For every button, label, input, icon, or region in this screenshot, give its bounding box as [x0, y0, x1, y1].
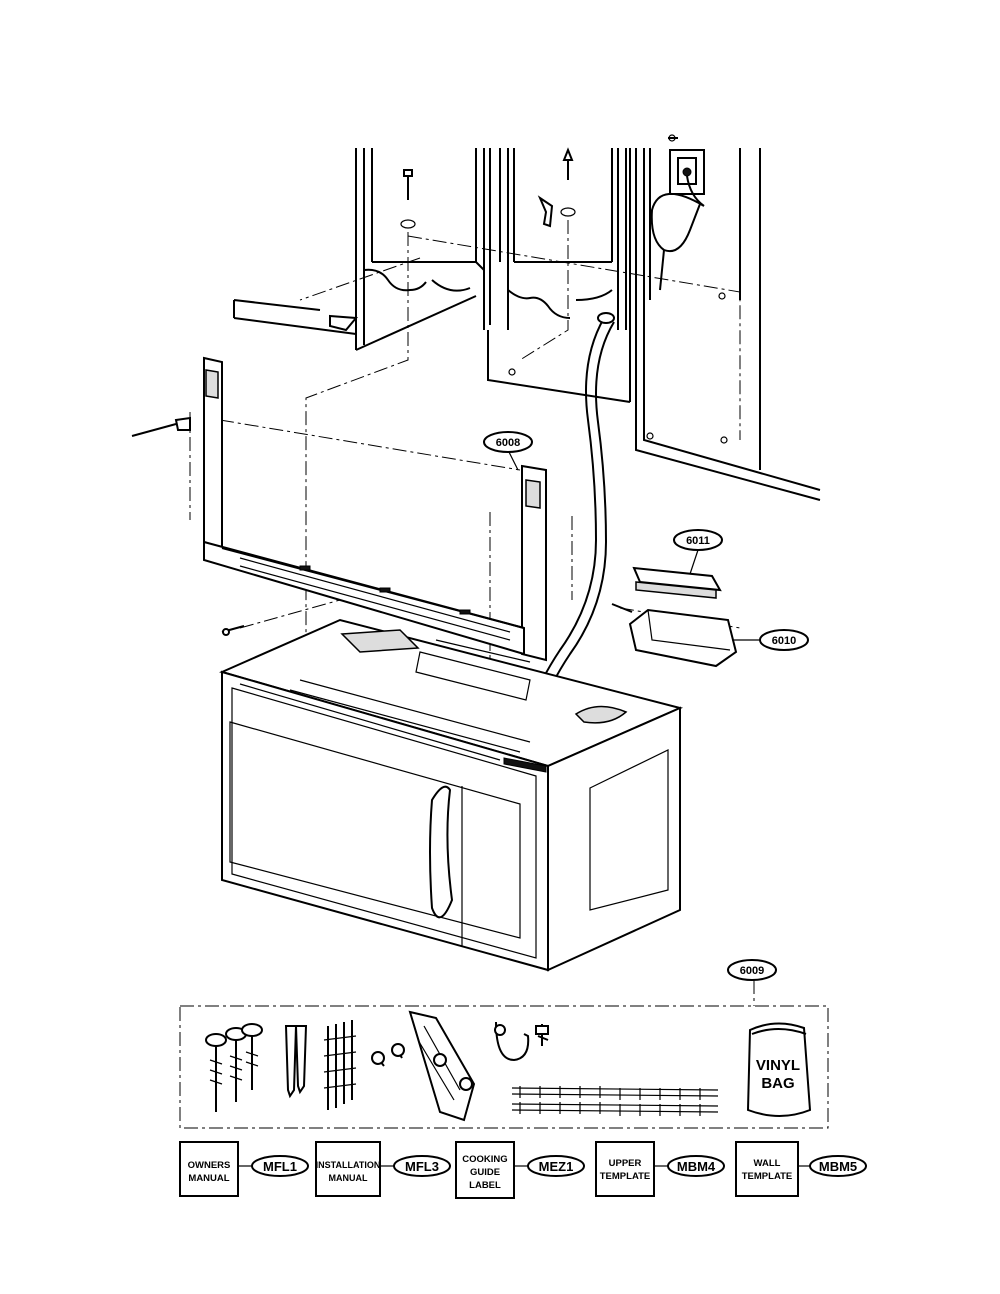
doc-label: TEMPLATE: [742, 1171, 793, 1182]
power-cord: [527, 175, 705, 717]
doc-label: LABEL: [469, 1180, 501, 1191]
wood-screws: [323, 1020, 405, 1110]
callout-6008-label: 6008: [496, 437, 520, 449]
doc-owners-manual: OWNERS MANUAL MFL1: [179, 1141, 309, 1197]
damper-part: [632, 566, 722, 599]
alignment-lines: [189, 220, 741, 680]
callout-6011-label: 6011: [686, 535, 710, 547]
doc-code: MBM5: [819, 1159, 857, 1174]
doc-label: OWNERS: [188, 1160, 231, 1171]
doc-label: INSTALLATION: [316, 1160, 381, 1170]
microwave-oven: [219, 618, 684, 972]
vinyl-bag-label-line2: BAG: [761, 1075, 794, 1092]
callout-6009: 6009: [727, 959, 777, 981]
doc-label: GUIDE: [470, 1167, 500, 1178]
doc-label: MANUAL: [188, 1173, 229, 1184]
doc-code: MFL1: [263, 1159, 297, 1174]
callout-6009-label: 6009: [740, 965, 764, 977]
vinyl-bag: VINYL BAG: [746, 1022, 812, 1117]
doc-cooking-guide-label: COOKING GUIDE LABEL MEZ1: [455, 1141, 585, 1199]
doc-code: MBM4: [677, 1159, 716, 1174]
spring-strips: [511, 1086, 719, 1116]
doc-code: MFL3: [405, 1159, 439, 1174]
doc-label: TEMPLATE: [600, 1171, 651, 1182]
vinyl-bag-label-line1: VINYL: [756, 1057, 800, 1074]
doc-label: COOKING: [462, 1154, 507, 1165]
callout-6010-label: 6010: [772, 635, 796, 647]
callout-6011: 6011: [673, 529, 723, 575]
doc-wall-template: WALL TEMPLATE MBM5: [735, 1141, 867, 1197]
power-outlet: [668, 134, 705, 195]
callout-6008: 6008: [483, 431, 533, 471]
toggle-bolts: [205, 1023, 263, 1112]
exhaust-adapter-part: [611, 603, 738, 668]
callout-6010: 6010: [732, 629, 809, 651]
wall-anchors: [284, 1025, 308, 1099]
doc-label: UPPER: [609, 1158, 642, 1169]
doc-code: MEZ1: [539, 1159, 574, 1174]
doc-upper-template: UPPER TEMPLATE MBM4: [595, 1141, 725, 1197]
doc-label: MANUAL: [329, 1173, 368, 1183]
doc-installation-manual: INSTALLATION MANUAL MFL3: [315, 1141, 451, 1197]
doc-label: WALL: [754, 1158, 781, 1169]
cabinet-screws: [400, 147, 576, 229]
mounting-plate: [131, 356, 547, 662]
mounting-clips: [408, 1010, 476, 1122]
hardware-kit-box: [179, 980, 829, 1129]
cord-clamp: [494, 1021, 549, 1062]
